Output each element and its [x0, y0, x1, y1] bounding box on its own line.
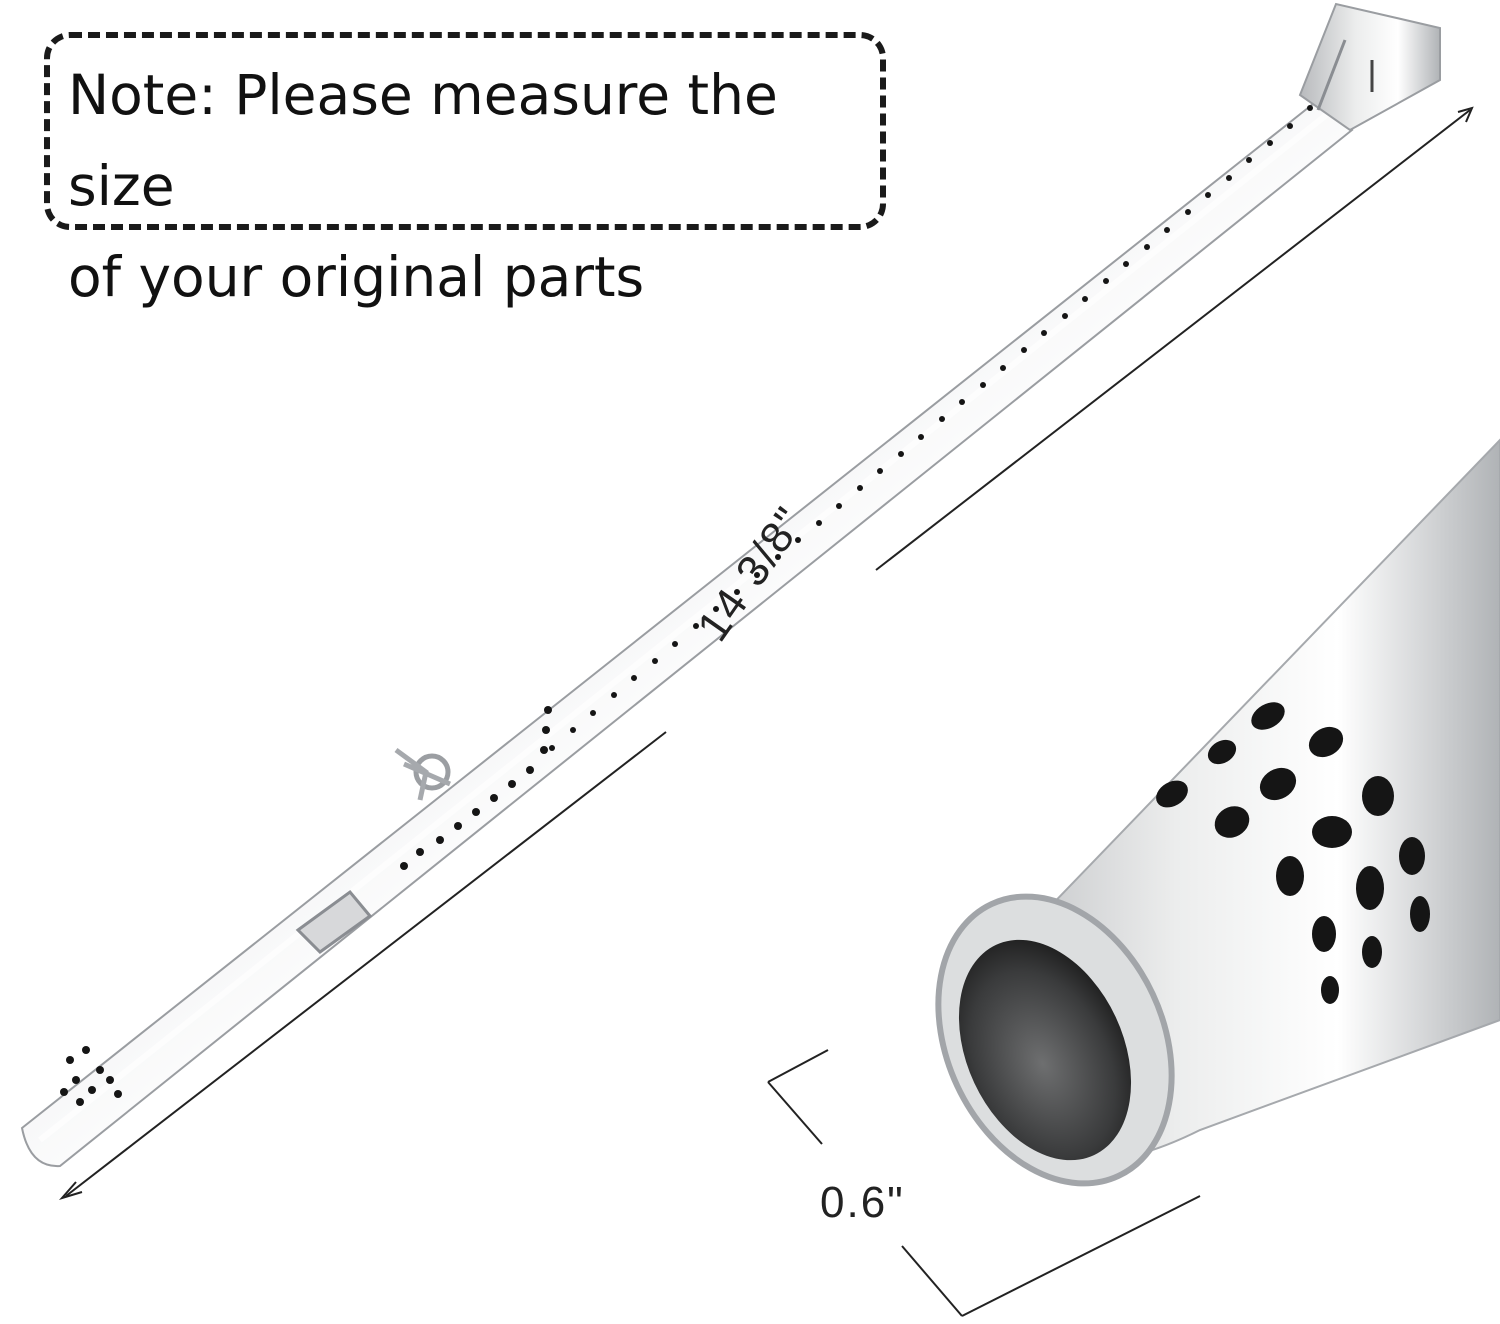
note-line-1: Note: Please measure the size	[68, 63, 778, 218]
port-holes	[60, 105, 1313, 1106]
diameter-label: 0.6"	[820, 1178, 905, 1227]
note-line-2: of your original parts	[68, 245, 645, 309]
note-text: Note: Please measure the size of your or…	[68, 50, 868, 323]
tube-closeup	[935, 438, 1500, 1187]
closeup-port-holes	[1156, 702, 1430, 1004]
wire-clip	[394, 747, 451, 801]
length-dimension-line	[58, 106, 1474, 1200]
diameter-dimension-line	[767, 1049, 1201, 1317]
note-box	[44, 32, 886, 230]
burner-tube	[20, 2, 1441, 1168]
